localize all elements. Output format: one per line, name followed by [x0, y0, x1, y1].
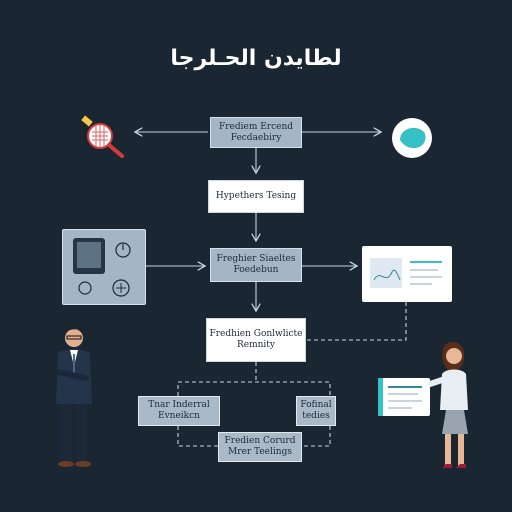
node-top[interactable]: Frediem Ercend Fecdaebiry: [210, 117, 302, 148]
node-middle[interactable]: Freghier Siaeltes Foedebun: [210, 248, 302, 282]
node-left-bottom[interactable]: Tnar Inderral Evneikcn: [138, 396, 220, 426]
man-illustration: [55, 328, 92, 467]
teal-circle-icon: [392, 118, 432, 158]
node-fourth[interactable]: Fredhien Gonlwlicte Remnity: [206, 318, 306, 362]
dashed-left-to-bottom: [177, 426, 218, 447]
floating-note-card: [378, 378, 430, 416]
dashed-right-to-bottom: [302, 426, 331, 447]
floating-note-graphic: [378, 378, 422, 416]
node-bottom[interactable]: Fredien Corurd Mrer Teelings: [218, 432, 302, 462]
node-hypothesis[interactable]: Hypethers Tesing: [208, 180, 304, 213]
document-card-graphic: [370, 258, 442, 288]
dashed-card-to-fourth: [306, 302, 407, 341]
document-card: [362, 246, 452, 302]
left-icon-panel: [62, 229, 146, 305]
dashed-split: [177, 381, 331, 396]
magnifier-grid-icon: [81, 115, 124, 158]
woman-illustration: [428, 341, 468, 468]
panel-icons: [73, 238, 131, 297]
diagram-title: لطايدن الحـلرجا: [170, 46, 342, 71]
node-right-bottom[interactable]: Fofinal tedies: [296, 396, 336, 426]
